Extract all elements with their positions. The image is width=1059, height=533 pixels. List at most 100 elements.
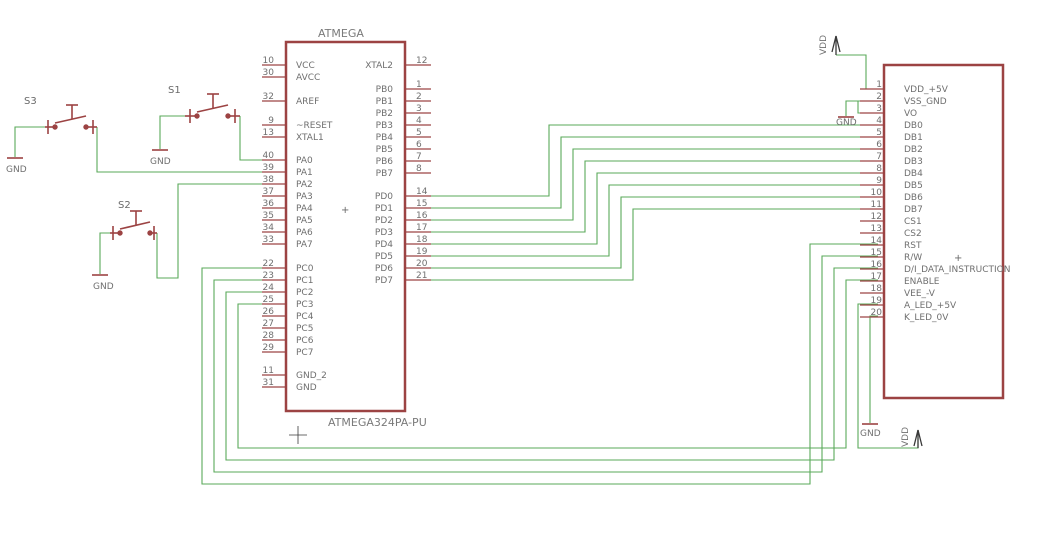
switch-s3[interactable]: S3 bbox=[24, 96, 97, 134]
pin-label: PB6 bbox=[376, 157, 394, 167]
pin-number: 12 bbox=[416, 56, 427, 66]
wire-pd1-db1 bbox=[431, 136, 878, 209]
wire-pd7-db7 bbox=[431, 208, 878, 281]
pin-label: XTAL1 bbox=[296, 133, 324, 143]
pin-reset[interactable]: 9~RESET bbox=[262, 116, 333, 131]
mcu-part: ATMEGA324PA-PU bbox=[328, 416, 427, 429]
pin-label: PC4 bbox=[296, 312, 314, 322]
pin-label: D/I_DATA_INSTRUCTION bbox=[904, 265, 1011, 275]
pin-number: 1 bbox=[416, 80, 422, 90]
pin-label: PD3 bbox=[375, 228, 393, 238]
mcu-name: ATMEGA bbox=[318, 27, 364, 40]
pin-number: 13 bbox=[263, 128, 274, 138]
pin-number: 33 bbox=[263, 235, 274, 245]
pin-label: PD7 bbox=[375, 276, 393, 286]
pin-number: 3 bbox=[416, 104, 422, 114]
pin-label: PC7 bbox=[296, 348, 313, 358]
pin-number: 28 bbox=[263, 331, 275, 341]
pin-number: 10 bbox=[263, 56, 275, 66]
pin-label: XTAL2 bbox=[365, 61, 393, 71]
pin-number: 4 bbox=[876, 116, 882, 126]
pin-label: PC5 bbox=[296, 324, 313, 334]
wire-pd2-db2 bbox=[431, 148, 878, 221]
pin-label: CS1 bbox=[904, 217, 922, 227]
pin-number: 2 bbox=[876, 92, 882, 102]
switch-s2[interactable]: S2 bbox=[110, 200, 157, 240]
wire-lcd20-gnd bbox=[869, 315, 878, 423]
pin-label: PA5 bbox=[296, 216, 313, 226]
pin-number: 20 bbox=[416, 259, 428, 269]
pin-label: VDD_+5V bbox=[904, 85, 949, 95]
pin-number: 17 bbox=[871, 272, 882, 282]
switch-s1[interactable]: S1 bbox=[168, 85, 240, 123]
origin-mark: + bbox=[341, 205, 349, 216]
vdd-label-top: VDD bbox=[819, 35, 829, 55]
pin-number: 30 bbox=[263, 68, 275, 78]
pin-label: PB7 bbox=[376, 169, 393, 179]
